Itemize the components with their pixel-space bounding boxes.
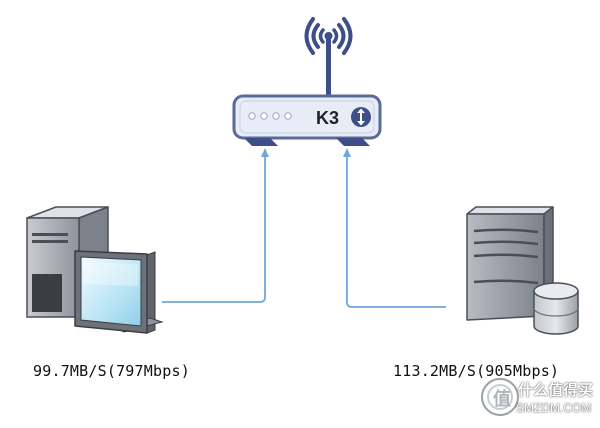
database-icon: [533, 282, 579, 335]
router-model-label: K3: [316, 108, 339, 128]
watermark-text-cn: 什么值得买: [518, 381, 594, 399]
svg-text:值: 值: [493, 388, 511, 410]
connection-line-desktop: [162, 148, 269, 303]
router-body: [232, 94, 382, 140]
router: K3: [232, 17, 382, 146]
router-indicator-lights: [248, 112, 292, 120]
smzdm-logo-icon: 值: [481, 378, 519, 416]
watermark-text-en: SMZDM.COM: [516, 401, 592, 415]
router-foot-right: [336, 138, 370, 146]
desktop-speed-label: 99.7MB/S(797Mbps): [33, 362, 190, 380]
router-antenna: [326, 34, 331, 98]
connection-line-server: [343, 148, 446, 308]
router-foot-left: [244, 138, 278, 146]
server-speed-label: 113.2MB/S(905Mbps): [393, 362, 560, 380]
wifi-signal-icon: [304, 17, 353, 55]
router-updown-button-icon: [351, 107, 371, 127]
desktop-pc-icon: [26, 206, 164, 334]
